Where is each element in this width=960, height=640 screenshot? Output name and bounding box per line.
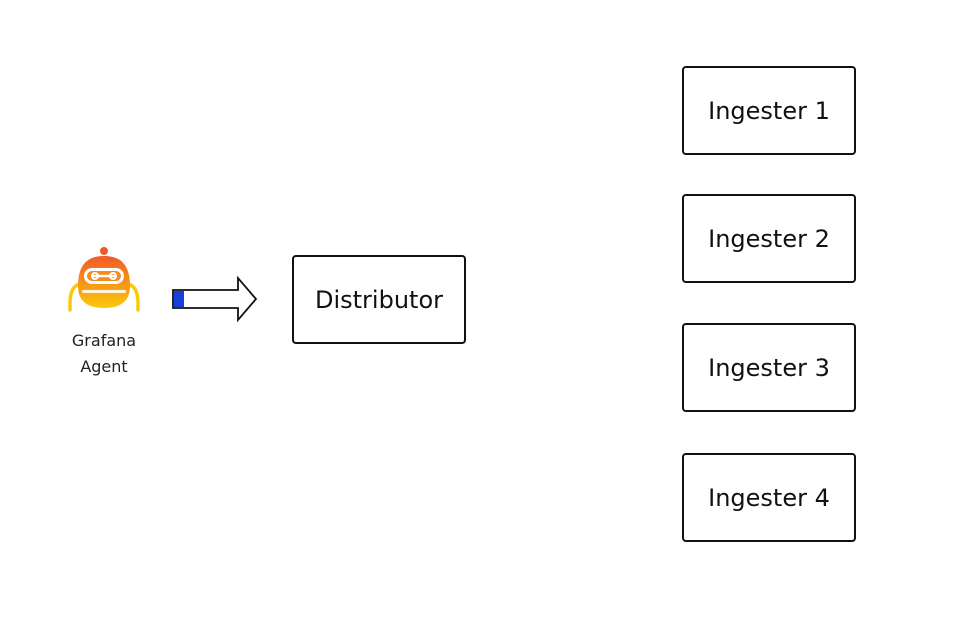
- ingester-box-2: Ingester 2: [682, 194, 856, 283]
- distributor-label: Distributor: [314, 285, 443, 314]
- agent-label: Grafana Agent: [54, 328, 154, 380]
- grafana-agent-robot-icon: [66, 246, 142, 312]
- arrow-packet-marker: [174, 291, 184, 307]
- ingester-label-4: Ingester 4: [708, 483, 830, 512]
- ingester-box-1: Ingester 1: [682, 66, 856, 155]
- ingester-box-4: Ingester 4: [682, 453, 856, 542]
- agent-label-line2: Agent: [80, 357, 128, 376]
- ingester-box-3: Ingester 3: [682, 323, 856, 412]
- distributor-box: Distributor: [292, 255, 466, 344]
- ingester-label-1: Ingester 1: [708, 96, 830, 125]
- right-arrow-icon: [170, 274, 260, 324]
- agent-label-line1: Grafana: [71, 331, 137, 350]
- ingester-label-3: Ingester 3: [708, 353, 830, 382]
- ingester-label-2: Ingester 2: [708, 224, 830, 253]
